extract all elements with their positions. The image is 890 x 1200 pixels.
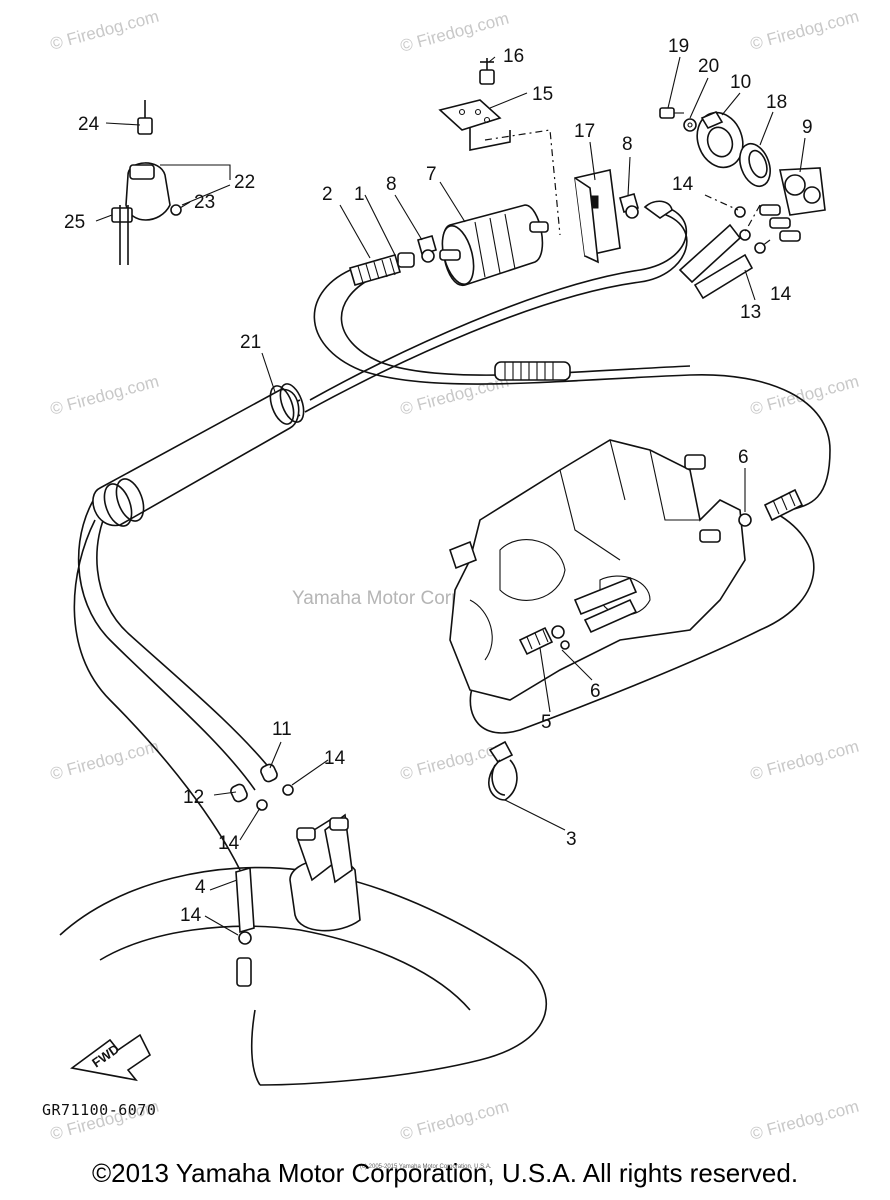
- callout-8-left: 8: [386, 174, 397, 195]
- part-3-band: [488, 740, 518, 801]
- callout-5: 5: [541, 712, 552, 733]
- callout-10: 10: [730, 72, 751, 93]
- watermark-text: © Firedog.com: [748, 7, 861, 54]
- callout-6-upper: 6: [738, 447, 749, 468]
- part-19-screw: [659, 107, 684, 119]
- watermark-text: © Firedog.com: [748, 737, 861, 784]
- part-18-ring: [739, 142, 771, 188]
- fuel-hose-lines: [304, 204, 831, 734]
- callout-21: 21: [240, 332, 261, 353]
- leader-lines: [95, 56, 806, 936]
- part-6-clamp-lower: [551, 625, 570, 650]
- watermarks: © Firedog.com © Firedog.com © Firedog.co…: [48, 7, 861, 1144]
- hose-spring-mid: [494, 361, 571, 381]
- watermark-text: © Firedog.com: [398, 9, 511, 56]
- callout-6-lower: 6: [590, 681, 601, 702]
- callout-20: 20: [698, 56, 719, 77]
- part-16-rivet: [479, 58, 495, 85]
- callout-3: 3: [566, 829, 577, 850]
- callout-13: 13: [740, 302, 761, 323]
- parts-11-12-hoses: [230, 763, 278, 803]
- callout-11: 11: [272, 719, 292, 740]
- part-17-holder: [574, 169, 621, 264]
- callout-1: 1: [354, 184, 365, 205]
- part-24-rivet: [137, 100, 153, 135]
- part-7-fuel-filter: [439, 204, 549, 286]
- watermark-text: © Firedog.com: [48, 372, 161, 419]
- callout-14-a: 14: [672, 174, 694, 195]
- callout-12: 12: [183, 787, 204, 808]
- fuel-tank: [59, 813, 548, 1086]
- hose-end-upper-right: [763, 488, 804, 522]
- callout-15: 15: [532, 84, 553, 105]
- callout-16: 16: [503, 46, 524, 67]
- callout-2: 2: [322, 184, 333, 205]
- callout-24: 24: [78, 114, 100, 135]
- watermark-text: © Firedog.com: [398, 737, 511, 784]
- fwd-arrow-icon: FWD: [70, 1033, 152, 1082]
- callout-9: 9: [802, 117, 813, 138]
- watermark-text: © Firedog.com: [398, 372, 511, 419]
- callout-14-b: 14: [770, 284, 792, 305]
- copyright-notice: ©2013 Yamaha Motor Corporation, U.S.A. A…: [91, 1158, 799, 1188]
- part-20-washer: [683, 118, 697, 132]
- watermark-text: © Firedog.com: [748, 372, 861, 419]
- callout-17: 17: [574, 121, 595, 142]
- part-6-clamp-upper: [738, 513, 752, 527]
- watermark-text: © Firedog.com: [748, 1097, 861, 1144]
- part-25-tie: [111, 205, 133, 265]
- callouts: 1 2 3 4 5 6 6 7 8 8 9 10 11 12 13 14 14 …: [64, 36, 813, 926]
- callout-7: 7: [426, 164, 437, 185]
- part-10-knob: [696, 110, 744, 169]
- part-23-screw: [170, 204, 182, 216]
- part-22-clamp: [125, 162, 171, 221]
- part-15-bracket: [438, 99, 511, 151]
- part-14-clamps-tank: [238, 784, 294, 945]
- part-8-clip: [417, 235, 437, 263]
- leader-line: [484, 129, 561, 236]
- part-14-clamps: [704, 194, 771, 254]
- callout-22: 22: [234, 172, 255, 193]
- part-21-sleeve: [92, 383, 305, 527]
- callout-14-d: 14: [218, 833, 240, 854]
- callout-19: 19: [668, 36, 689, 57]
- callout-14-e: 14: [180, 905, 202, 926]
- engine-block: [449, 439, 746, 701]
- part-2-spring: [349, 252, 415, 286]
- part-5-hose-end: [518, 626, 554, 656]
- callout-25: 25: [64, 212, 85, 233]
- callout-18: 18: [766, 92, 787, 113]
- watermark-text: © Firedog.com: [398, 1097, 511, 1144]
- tiny-copyright-note: (c) 2005-2015 Yamaha Motor Corporation, …: [360, 1164, 492, 1170]
- part-8-clip-right: [619, 193, 639, 219]
- callout-14-c: 14: [324, 748, 346, 769]
- diagram-code: GR71100-6070: [42, 1101, 156, 1119]
- callout-4: 4: [195, 877, 206, 898]
- callout-8-right: 8: [622, 134, 633, 155]
- part-9-fuel-cock: [759, 167, 826, 242]
- callout-23: 23: [194, 192, 215, 213]
- watermark-text: © Firedog.com: [48, 7, 161, 54]
- part-13-hoses: [643, 200, 754, 300]
- watermark-text: © Firedog.com: [48, 737, 161, 784]
